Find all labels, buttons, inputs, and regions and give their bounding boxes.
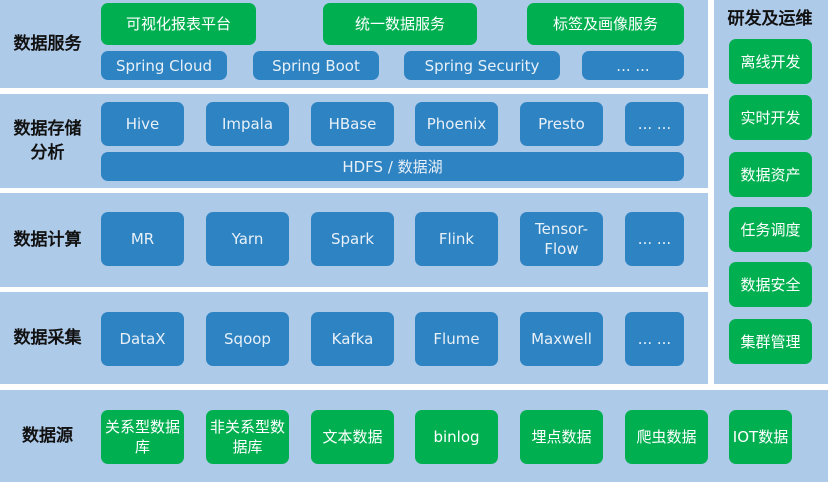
service-label: 数据服务 <box>13 34 82 54</box>
source-box: IOT数据 <box>729 410 792 464</box>
ops-box: 实时开发 <box>729 95 812 140</box>
source-box: 文本数据 <box>311 410 394 464</box>
collect-tool-box: Kafka <box>311 312 394 366</box>
ops-box: 离线开发 <box>729 39 812 84</box>
ops-box: 任务调度 <box>729 207 812 252</box>
app-box: 统一数据服务 <box>323 3 477 45</box>
ops-title: 研发及运维 <box>727 9 813 29</box>
framework-box: Spring Security <box>404 51 560 80</box>
source-box: 爬虫数据 <box>625 410 708 464</box>
compute-tool-box: Spark <box>311 212 394 266</box>
source-label: 数据源 <box>22 426 73 446</box>
source-box: 关系型数据库 <box>101 410 184 464</box>
app-box: 标签及画像服务 <box>527 3 684 45</box>
source-box: 埋点数据 <box>520 410 603 464</box>
compute-tool-box: Yarn <box>206 212 289 266</box>
source-box: 非关系型数据库 <box>206 410 289 464</box>
compute-tool-box: Flink <box>415 212 498 266</box>
ops-box: 数据安全 <box>729 262 812 307</box>
storage-label: 数据存储分析 <box>13 119 82 163</box>
storage-tool-box: ... ... <box>625 102 684 146</box>
storage-tool-box: Impala <box>206 102 289 146</box>
storage-tool-box: Hive <box>101 102 184 146</box>
collect-tool-box: Sqoop <box>206 312 289 366</box>
storage-tool-box: HBase <box>311 102 394 146</box>
ops-box: 数据资产 <box>729 152 812 197</box>
source-box: binlog <box>415 410 498 464</box>
compute-tool-box: ... ... <box>625 212 684 266</box>
collect-tool-box: ... ... <box>625 312 684 366</box>
hdfs-box: HDFS / 数据湖 <box>101 152 684 181</box>
storage-tool-box: Phoenix <box>415 102 498 146</box>
collect-tool-box: DataX <box>101 312 184 366</box>
framework-box: Spring Boot <box>253 51 379 80</box>
collect-label: 数据采集 <box>13 328 82 348</box>
compute-label: 数据计算 <box>13 230 82 250</box>
collect-tool-box: Flume <box>415 312 498 366</box>
framework-box: Spring Cloud <box>101 51 227 80</box>
framework-box: ... ... <box>582 51 684 80</box>
ops-box: 集群管理 <box>729 319 812 364</box>
compute-tool-box: Tensor-Flow <box>520 212 603 266</box>
app-box: 可视化报表平台 <box>101 3 256 45</box>
collect-tool-box: Maxwell <box>520 312 603 366</box>
storage-tool-box: Presto <box>520 102 603 146</box>
compute-tool-box: MR <box>101 212 184 266</box>
